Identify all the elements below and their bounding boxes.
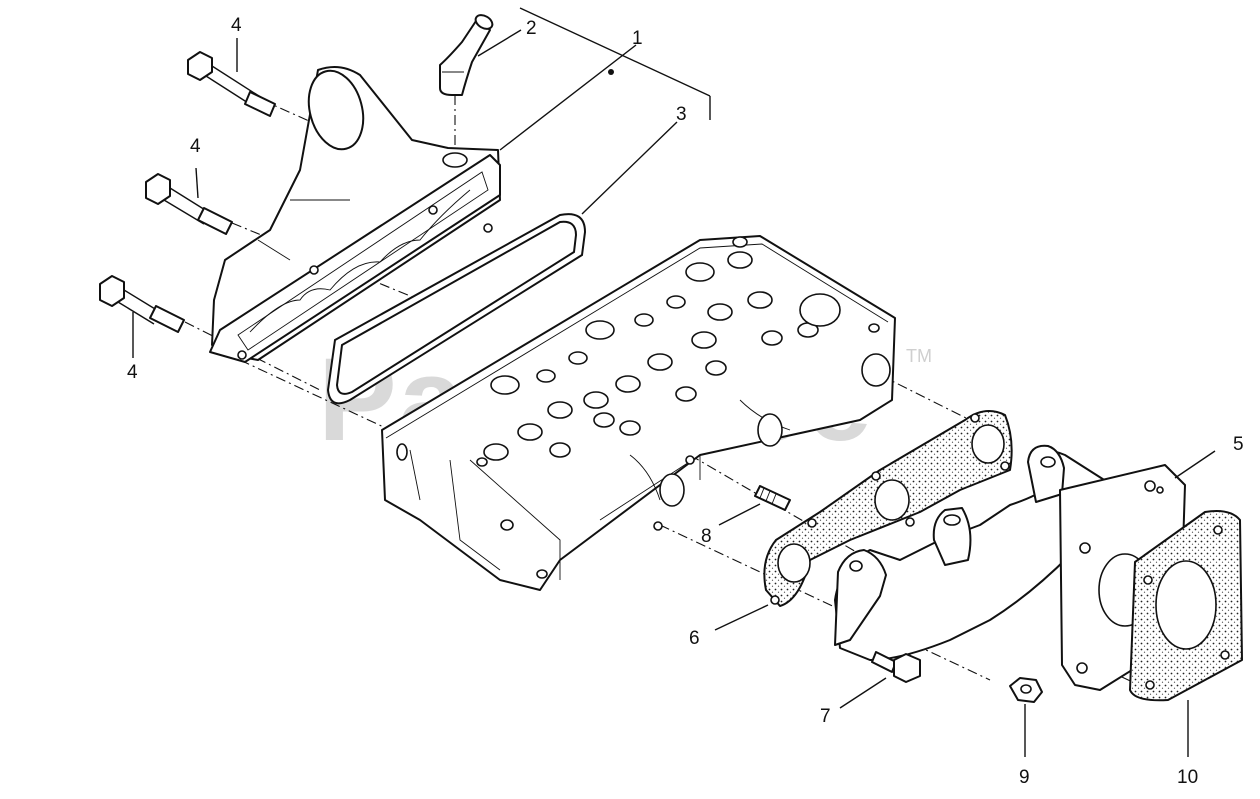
exhaust-outlet-gasket xyxy=(1129,510,1243,702)
valve-cover xyxy=(209,65,501,363)
callout-8: 8 xyxy=(701,526,712,547)
leader-lines xyxy=(132,7,1216,757)
pointer-dot xyxy=(608,69,614,75)
exhaust-manifold-gasket xyxy=(763,410,1013,607)
callout-4-lower: 4 xyxy=(127,362,138,383)
watermark-trademark: TM xyxy=(906,346,932,366)
callout-9: 9 xyxy=(1019,767,1030,788)
breather-elbow-fitting xyxy=(439,14,494,96)
callout-6: 6 xyxy=(689,628,700,649)
manifold-flange-bolt xyxy=(871,651,921,683)
valve-cover-bolt-upper xyxy=(187,51,276,117)
valve-cover-bolt-lower xyxy=(99,275,185,333)
callout-3: 3 xyxy=(676,104,687,125)
callout-7: 7 xyxy=(820,706,831,727)
valve-cover-bolt-middle xyxy=(145,173,233,235)
callout-4-upper: 4 xyxy=(231,15,242,36)
manifold-flange-nut xyxy=(1009,677,1043,703)
valve-cover-gasket xyxy=(326,213,587,405)
callout-10: 10 xyxy=(1177,767,1198,788)
callout-1: 1 xyxy=(632,28,643,49)
callout-2: 2 xyxy=(526,18,537,39)
exhaust-stud xyxy=(754,485,791,511)
callout-5: 5 xyxy=(1233,434,1244,455)
callout-labels: 4 4 4 2 1 3 5 6 7 8 9 10 xyxy=(127,15,1244,788)
cylinder-head xyxy=(381,235,896,591)
callout-4-middle: 4 xyxy=(190,136,201,157)
